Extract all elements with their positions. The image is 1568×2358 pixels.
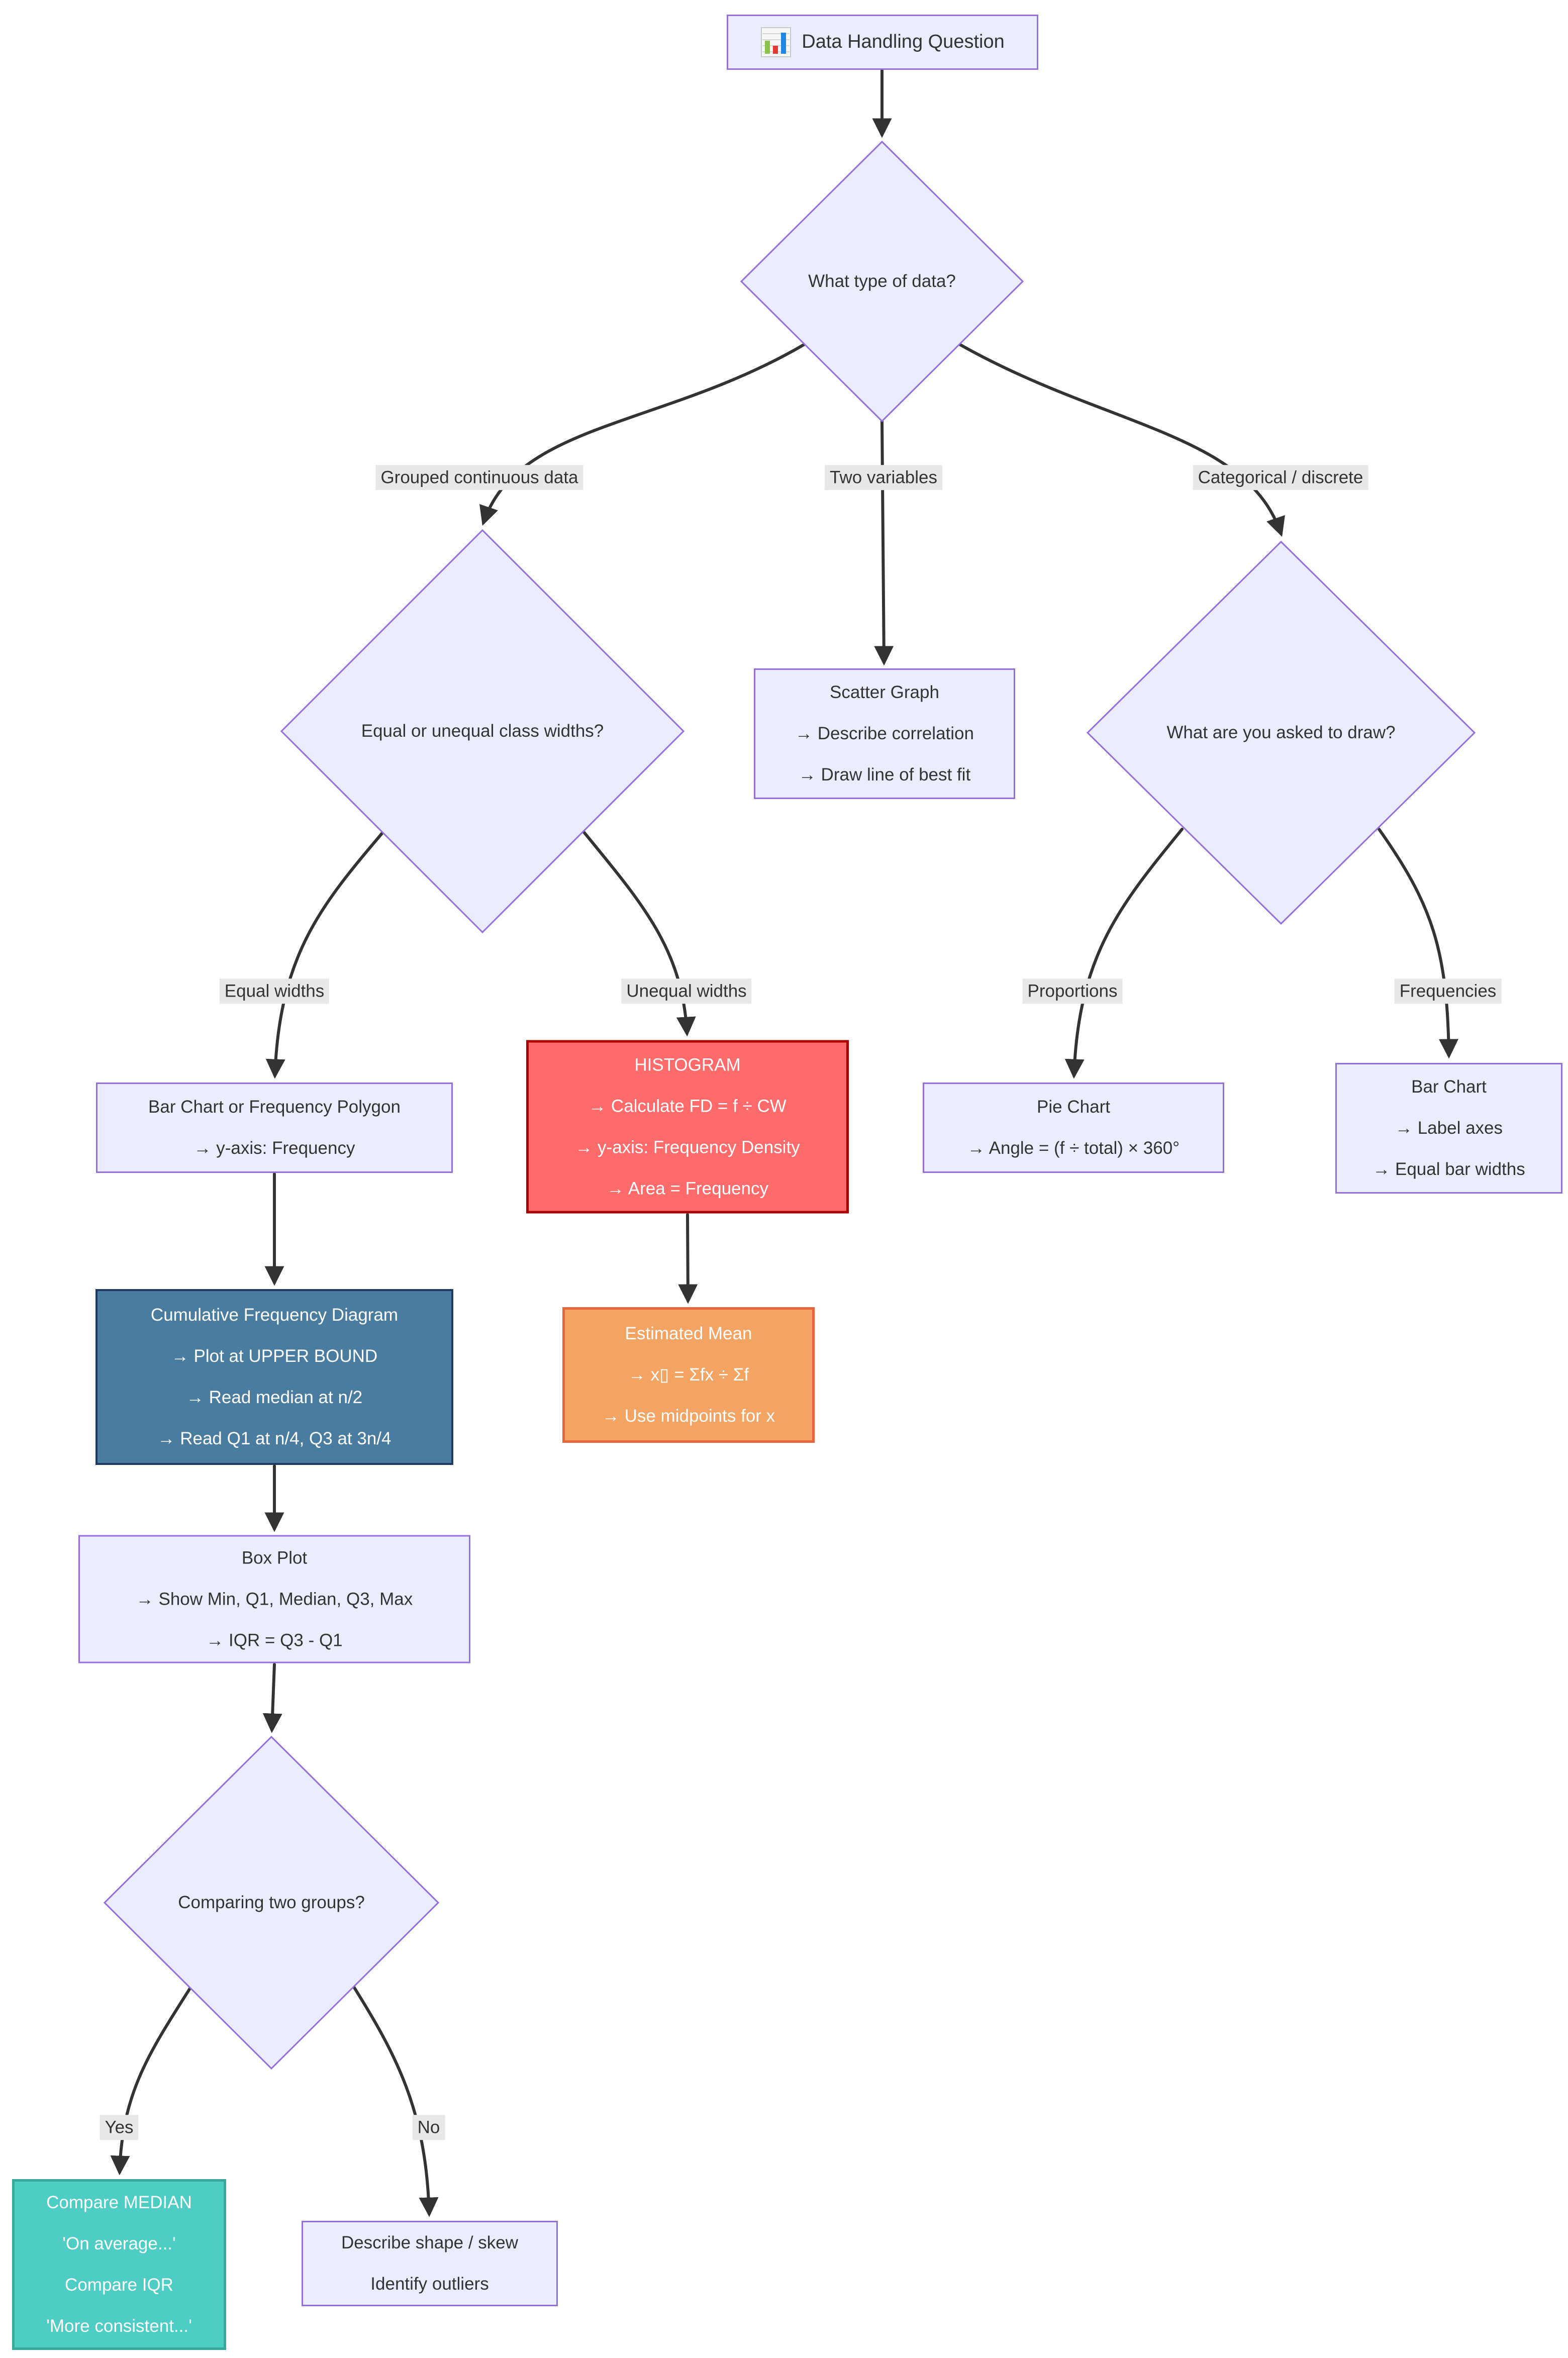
node-pie-chart: Pie Chart → Angle = (f ÷ total) × 360° [923,1083,1224,1173]
edge-type-to-classwidths [479,343,806,526]
edge-comparing-to-compare [110,1981,195,2176]
node-describe-shape-skew: Describe shape / skew Identify outliers [302,2221,558,2306]
node-box-plot: Box Plot → Show Min, Q1, Median, Q3, Max… [78,1535,470,1663]
node-data-handling-question: Data Handling Question [727,15,1038,70]
edge-askeddraw-to-barchart [1378,828,1459,1059]
edge-boxplot-to-comparing [262,1663,282,1733]
edge-askeddraw-to-pie [1064,828,1184,1079]
edge-label-no: No [412,2115,445,2140]
edge-label-equal-widths: Equal widths [219,978,330,1004]
edge-label-grouped-continuous: Grouped continuous data [375,465,583,490]
node-estimated-mean: Estimated Mean → x▯ = Σfx ÷ Σf → Use mid… [562,1307,815,1443]
decision-type-of-data-shape [740,140,1024,423]
decision-type-of-data-label: What type of data? [808,271,956,291]
edge-type-to-askeddraw [958,343,1285,537]
edge-label-proportions: Proportions [1022,978,1123,1004]
decision-comparing-groups-label: Comparing two groups? [178,1893,365,1912]
decision-asked-to-draw-label: What are you asked to draw? [1166,723,1396,742]
bar-chart-icon [761,27,792,57]
edge-label-yes: Yes [100,2115,139,2140]
edge-label-frequencies: Frequencies [1394,978,1502,1004]
edge-label-unequal-widths: Unequal widths [621,978,752,1004]
edge-comparing-to-describe [349,1981,439,2217]
edge-classwidths-to-barpolygon [265,831,384,1079]
node-cumulative-frequency-diagram: Cumulative Frequency Diagram → Plot at U… [95,1289,453,1465]
edge-label-two-variables: Two variables [825,465,942,490]
decision-class-widths-label: Equal or unequal class widths? [361,721,604,741]
edge-type-to-scatter [874,420,894,666]
node-bar-chart: Bar Chart → Label axes → Equal bar width… [1335,1063,1562,1194]
node-compare-median-iqr: Compare MEDIAN 'On average...' Compare I… [12,2179,226,2350]
decision-class-widths-shape [280,529,685,934]
node-bar-or-frequency-polygon: Bar Chart or Frequency Polygon → y-axis:… [96,1083,453,1173]
decision-asked-to-draw-shape [1086,540,1476,925]
decision-comparing-groups-shape [103,1735,440,2070]
node-histogram: HISTOGRAM → Calculate FD = f ÷ CW → y-ax… [526,1040,849,1214]
node-scatter-graph: Scatter Graph → Describe correlation → D… [754,668,1015,799]
title-label: Data Handling Question [802,31,1005,53]
edge-label-categorical-discrete: Categorical / discrete [1193,465,1368,490]
